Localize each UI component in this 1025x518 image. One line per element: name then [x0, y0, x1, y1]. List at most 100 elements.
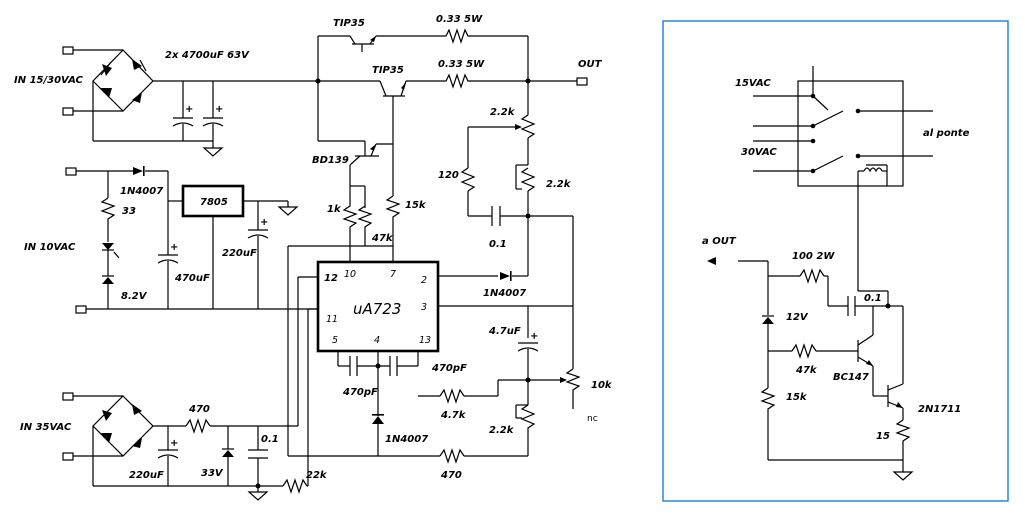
ground-symbol — [892, 471, 914, 481]
label-res-033-2: 0.33 5W — [438, 59, 485, 70]
label-pot-10k: 10k — [591, 380, 613, 391]
label-4k7: 4.7k — [440, 410, 467, 421]
label-100-2w: 100 2W — [792, 251, 835, 262]
label-1n4007-3: 1N4007 — [483, 288, 526, 299]
label-15: 15 — [876, 431, 890, 442]
svg-text:+: + — [170, 438, 178, 449]
label-c-01-3: 0.1 — [864, 293, 882, 304]
label-2k2-1: 2.2k — [490, 107, 516, 118]
input-terminal — [65, 167, 77, 176]
arrow-left-icon — [707, 257, 716, 265]
resistor-470-a — [185, 418, 211, 434]
label-tip35-1: TIP35 — [333, 18, 365, 29]
svg-text:+: + — [170, 242, 178, 253]
label-220uf-2: 220uF — [129, 470, 164, 481]
zener-33v — [222, 448, 234, 457]
label-ic: uA723 — [353, 300, 401, 318]
resistor-33 — [100, 197, 116, 242]
led-indicator — [102, 243, 120, 259]
resistor-47k — [357, 205, 373, 246]
input-terminal — [62, 46, 74, 55]
zener-12v — [762, 315, 774, 324]
label-12v: 12V — [786, 312, 809, 323]
label-470uf: 470uF — [174, 273, 210, 284]
label-470pf-2: 470pF — [431, 363, 467, 374]
label-470pf-1: 470pF — [342, 387, 378, 398]
diode-1n4007-ic — [372, 414, 384, 424]
pin-11: 11 — [326, 314, 338, 325]
label-2k2-2: 2.2k — [546, 179, 572, 190]
input-terminal — [62, 392, 74, 401]
label-15k: 15k — [405, 200, 427, 211]
transistor-tip35-2 — [379, 80, 440, 141]
label-33v: 33V — [201, 468, 224, 479]
label-nc: nc — [587, 414, 598, 424]
pin-10: 10 — [344, 269, 356, 280]
label-2n1711: 2N1711 — [918, 404, 961, 415]
label-15k-b: 15k — [786, 392, 808, 403]
diode-1n4007-in — [133, 166, 145, 176]
resistor-1k — [342, 186, 358, 246]
label-82v: 8.2V — [121, 291, 148, 302]
label-47k-b: 47k — [795, 365, 818, 376]
capacitor-4700uf: + + — [172, 81, 224, 157]
transistor-tip35-1 — [349, 35, 440, 52]
relay-box — [797, 80, 904, 187]
label-c-01-1: 0.1 — [489, 239, 507, 250]
pin-7: 7 — [390, 269, 396, 280]
potentiometer-10k — [565, 368, 581, 409]
label-1k: 1k — [327, 204, 342, 215]
pin-4: 4 — [374, 335, 380, 346]
resistor-100-2w — [799, 268, 825, 284]
label-470-1: 470 — [188, 404, 210, 415]
input-terminal — [62, 107, 74, 116]
label-470-2: 470 — [440, 470, 462, 481]
resistor-033-2 — [440, 73, 577, 89]
bridge-rectifier-2 — [92, 395, 154, 457]
label-33: 33 — [122, 206, 136, 217]
resistor-2k2-1 — [520, 114, 536, 139]
ground-symbol — [247, 491, 269, 501]
label-47k: 47k — [371, 233, 394, 244]
label-bc147: BC147 — [833, 372, 869, 383]
resistor-15k-b — [760, 387, 776, 420]
zener-82v — [102, 275, 114, 284]
label-30vac: 30VAC — [741, 147, 777, 158]
label-c-01-2: 0.1 — [261, 434, 279, 445]
label-a-out: a OUT — [702, 236, 737, 247]
label-1n4007-1: 1N4007 — [120, 186, 163, 197]
label-220uf-1: 220uF — [222, 248, 257, 259]
svg-text:+: + — [530, 331, 538, 342]
transistor-bc147 — [857, 306, 888, 397]
resistor-47k-b — [791, 343, 817, 359]
label-tip35-2: TIP35 — [372, 65, 404, 76]
label-bd139: BD139 — [312, 155, 349, 166]
label-15vac: 15VAC — [735, 78, 771, 89]
pin-13: 13 — [419, 335, 431, 346]
ground-symbol — [277, 206, 299, 216]
resistor-4k7 — [439, 388, 465, 404]
pin-2: 2 — [421, 275, 427, 286]
svg-text:+: + — [185, 104, 193, 115]
resistor-2k2-3 — [520, 404, 536, 456]
input-terminal — [62, 452, 74, 461]
resistor-470-b — [439, 448, 465, 464]
label-7805: 7805 — [200, 197, 228, 208]
relay-panel-border — [662, 20, 1009, 502]
resistor-15k — [385, 195, 401, 262]
bridge-rectifier-1 — [92, 49, 154, 112]
pin-12: 12 — [324, 273, 338, 284]
label-22k: 22k — [306, 470, 328, 481]
output-terminal[interactable] — [576, 77, 588, 86]
transistor-2n1711 — [887, 383, 904, 409]
label-main-caps: 2x 4700uF 63V — [165, 50, 250, 61]
svg-text:+: + — [260, 217, 268, 228]
label-in-35: IN 35VAC — [20, 422, 72, 433]
resistor-15 — [895, 419, 911, 472]
label-res-033-1: 0.33 5W — [436, 14, 483, 25]
input-terminal — [75, 305, 87, 314]
resistor-22k — [282, 478, 308, 494]
resistor-120 — [460, 167, 476, 192]
transistor-bd139 — [349, 141, 393, 186]
